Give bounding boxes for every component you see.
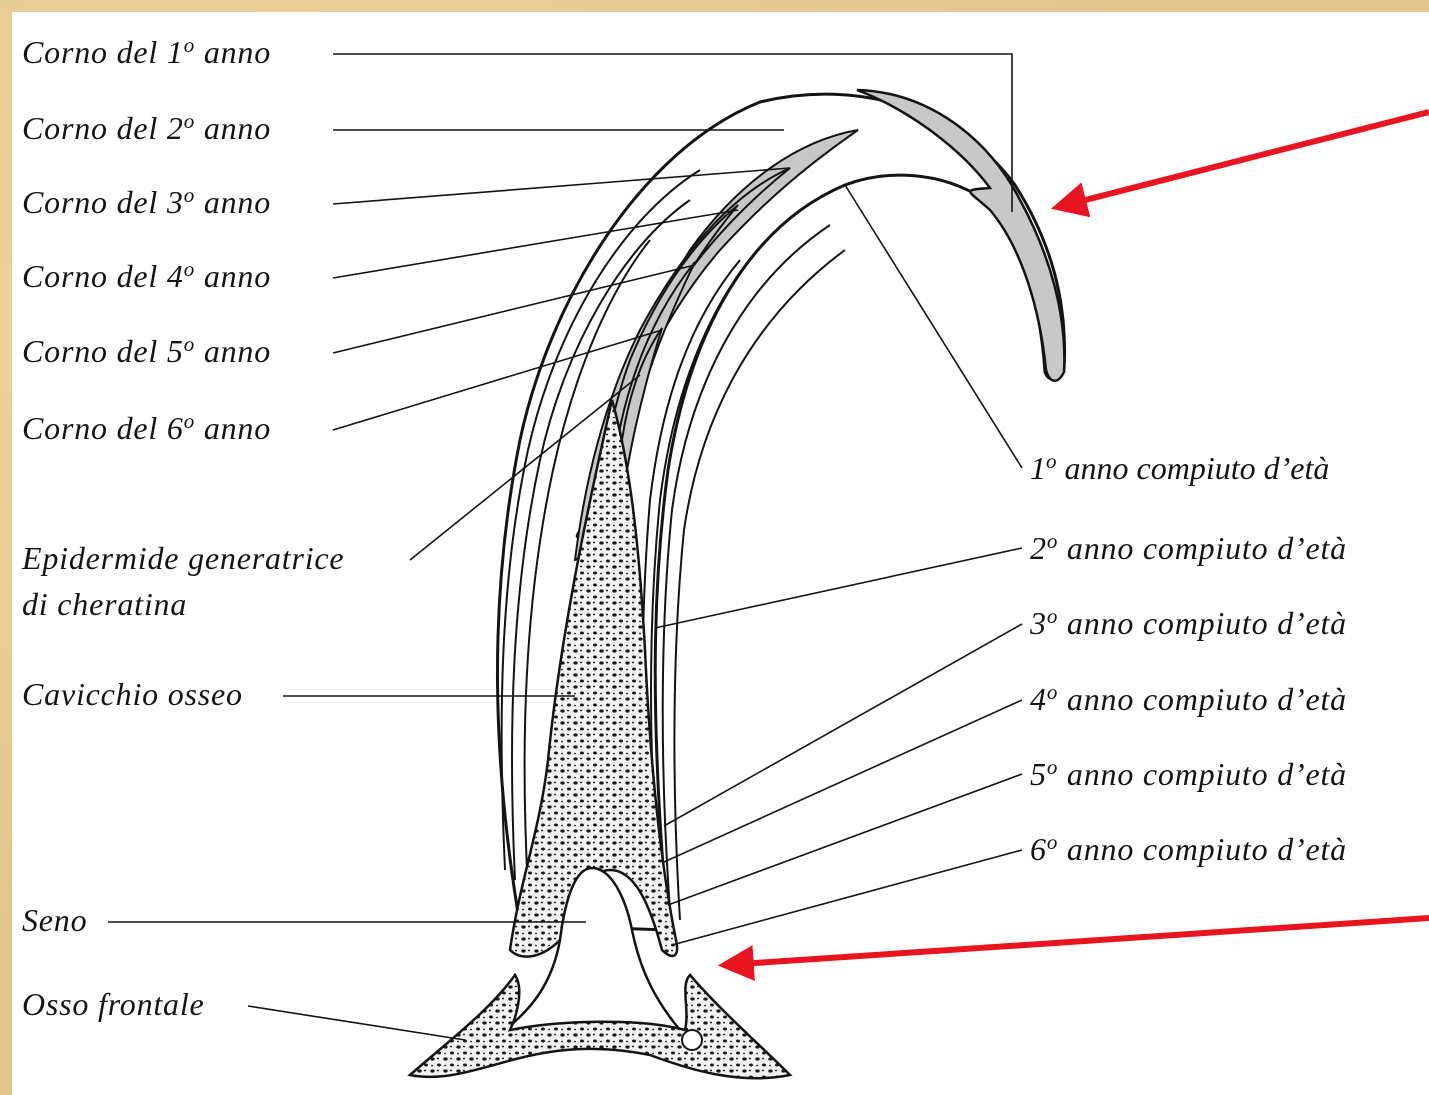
label-corno-2: Corno del 2o anno <box>22 110 271 146</box>
label-seno: Seno <box>22 902 87 938</box>
label-anno-5: 5o anno compiuto d’età <box>1030 756 1347 792</box>
label-anno-2: 2o anno compiuto d’età <box>1030 530 1347 566</box>
label-osso-frontale: Osso frontale <box>22 986 205 1022</box>
label-corno-1: Corno del 1o anno <box>22 34 271 70</box>
label-anno-1: 1o anno compiuto d’età <box>1030 450 1329 486</box>
label-anno-6: 6o anno compiuto d’età <box>1030 831 1347 867</box>
red-arrow-bottom <box>725 918 1429 965</box>
label-corno-6: Corno del 6o anno <box>22 410 271 446</box>
label-corno-5: Corno del 5o anno <box>22 333 271 369</box>
label-cavicchio-osseo: Cavicchio osseo <box>22 676 243 712</box>
red-arrow-top <box>1058 112 1429 207</box>
label-corno-3: Corno del 3o anno <box>22 184 271 220</box>
label-corno-4: Corno del 4o anno <box>22 258 271 294</box>
label-anno-4: 4o anno compiuto d’età <box>1030 681 1347 717</box>
label-anno-3: 3o anno compiuto d’età <box>1030 605 1347 641</box>
bone-foramen <box>682 1030 702 1050</box>
